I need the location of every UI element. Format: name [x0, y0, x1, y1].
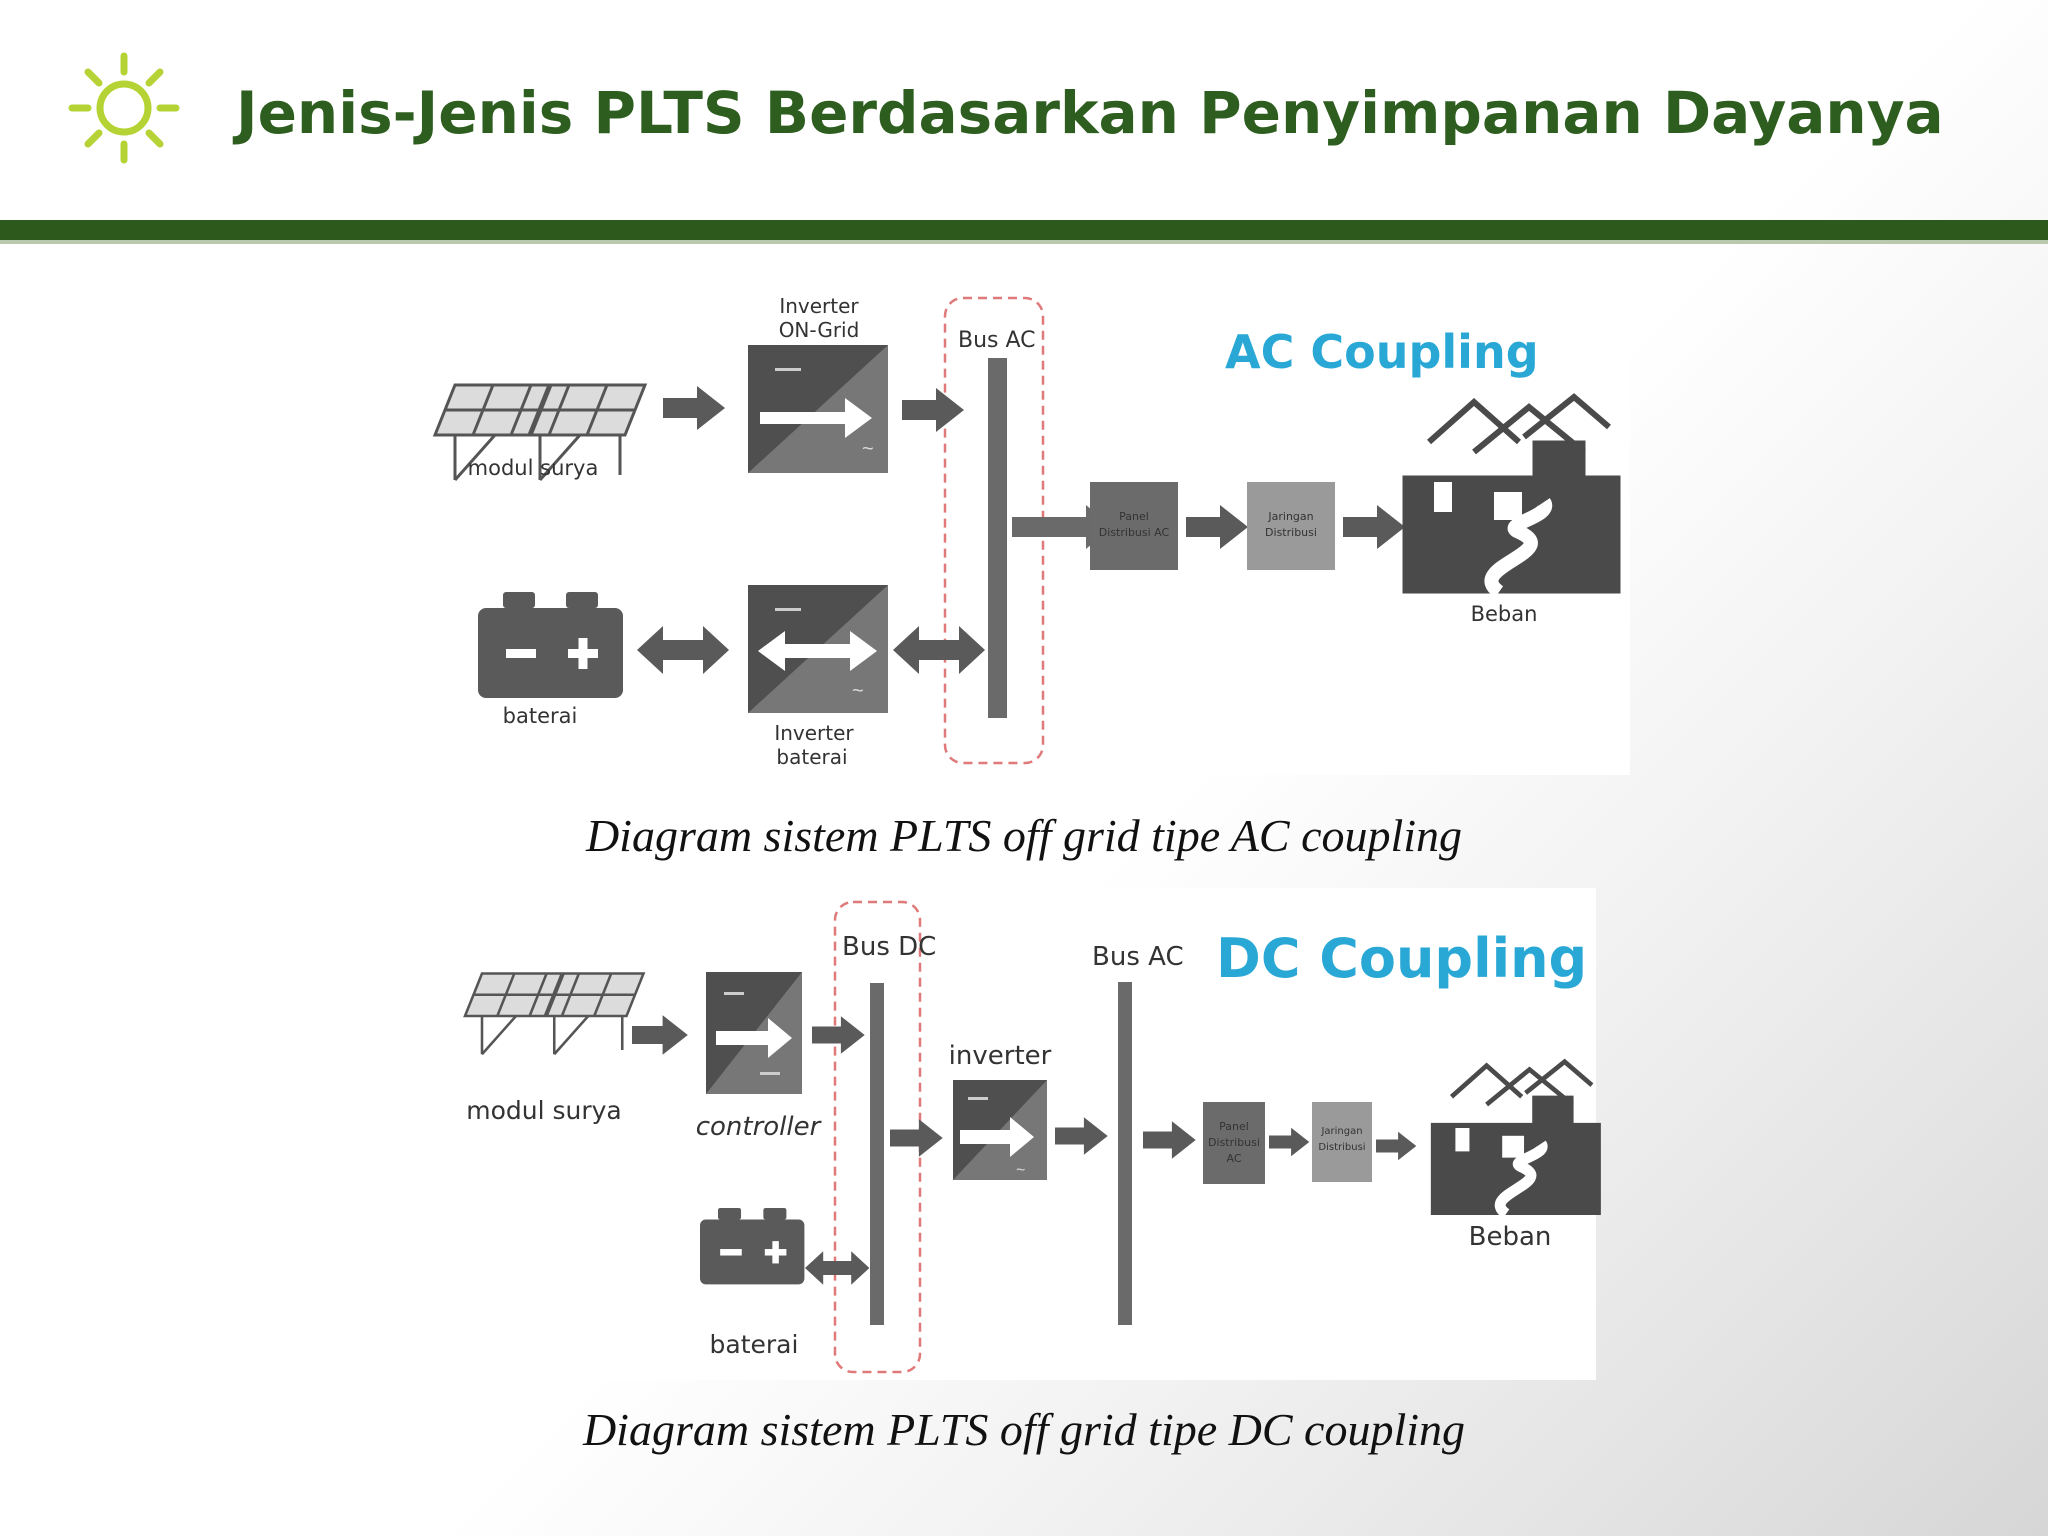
- dc-inverter-wave-icon: ~: [1016, 1162, 1025, 1179]
- dc-diagram-caption: Diagram sistem PLTS off grid tipe DC cou…: [582, 1404, 1465, 1455]
- ac-diagram-caption: Diagram sistem PLTS off grid tipe AC cou…: [585, 810, 1462, 861]
- ac-inverter-baterai-label-2: baterai: [776, 745, 847, 769]
- dc-modul-surya-label: modul surya: [466, 1096, 622, 1125]
- dc-coupling-heading: DC Coupling: [1216, 927, 1587, 990]
- ac-panel-distribusi-box: [1090, 482, 1178, 570]
- ac-inverter-baterai-wave-icon: ~: [852, 680, 864, 702]
- dc-baterai-label: baterai: [710, 1330, 799, 1359]
- ac-coupling-heading: AC Coupling: [1225, 325, 1539, 379]
- dc-coupling-diagram: Bus DC Bus AC modul surya controller bat…: [440, 888, 1600, 1380]
- dc-beban-label: Beban: [1469, 1222, 1552, 1252]
- title-divider: [0, 220, 2048, 240]
- dc-controller-label: controller: [696, 1112, 823, 1142]
- ac-jaringan-distribusi-label-1: Jaringan: [1267, 510, 1313, 523]
- ac-arrow-bus-to-panel: [1012, 505, 1112, 549]
- ac-inverter-baterai-icon: ~: [748, 585, 888, 713]
- ac-panel-distribusi-label-1: Panel: [1119, 510, 1149, 523]
- ac-baterai-label: baterai: [503, 704, 578, 728]
- ac-modul-surya-label: modul surya: [468, 456, 599, 480]
- dc-inverter-icon: ~: [953, 1080, 1047, 1180]
- dc-jaringan-distribusi-label-2: Distribusi: [1318, 1142, 1365, 1153]
- dc-jaringan-distribusi-label-1: Jaringan: [1320, 1126, 1362, 1137]
- ac-panel-distribusi-label-2: Distribusi AC: [1099, 526, 1170, 539]
- ac-jaringan-distribusi-label-2: Distribusi: [1265, 526, 1317, 539]
- dc-jaringan-distribusi-box: [1312, 1102, 1372, 1182]
- dc-panel-distribusi-label-1: Panel: [1219, 1120, 1249, 1133]
- dc-panel-distribusi-label-2: Distribusi: [1208, 1136, 1260, 1149]
- dc-panel-distribusi-box: [1203, 1102, 1265, 1184]
- page-title: Jenis-Jenis PLTS Berdasarkan Penyimpanan…: [232, 79, 1944, 147]
- sun-icon: [68, 52, 180, 164]
- ac-inverter-wave-icon: ~: [862, 438, 874, 460]
- ac-bus-bar: [988, 358, 1007, 718]
- dc-bus-dc-label: Bus DC: [842, 932, 936, 962]
- ac-inverter-on-grid-label-1: Inverter: [779, 294, 859, 318]
- dc-bus-ac-label: Bus AC: [1092, 942, 1184, 972]
- dc-bus-ac-bar: [1118, 982, 1132, 1325]
- dc-panel-distribusi-label-3: AC: [1226, 1152, 1241, 1165]
- ac-beban-label: Beban: [1471, 602, 1538, 626]
- dc-bus-bar: [870, 983, 884, 1325]
- ac-inverter-on-grid-icon: ~: [748, 345, 888, 473]
- ac-coupling-diagram: Bus AC modul surya Inverter ON-Grid ~ ba…: [420, 280, 1630, 775]
- ac-bus-ac-label: Bus AC: [958, 328, 1036, 353]
- dc-controller-icon: [706, 972, 802, 1094]
- ac-inverter-on-grid-label-2: ON-Grid: [779, 318, 860, 342]
- dc-bus-enclosure: [833, 900, 922, 1374]
- ac-inverter-baterai-label-1: Inverter: [774, 721, 854, 745]
- title-divider-shadow: [0, 240, 2048, 244]
- dc-inverter-label: inverter: [949, 1041, 1052, 1071]
- ac-jaringan-distribusi-box: [1247, 482, 1335, 570]
